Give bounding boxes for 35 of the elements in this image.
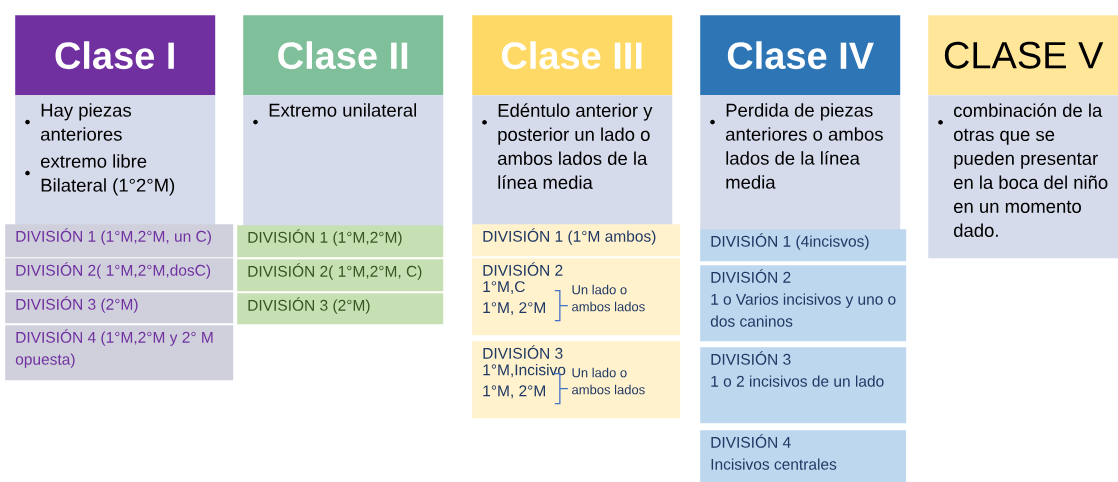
division-box: DIVISIÓN 2( 1°M,2°M, C) bbox=[237, 259, 444, 292]
description-box: Perdida de piezas anteriores o ambos lados de la línea media bbox=[700, 95, 901, 231]
node-label: 1°M,C bbox=[483, 281, 525, 294]
division-box: DIVISIÓN 2 1 o Varios incisivos y uno o dos caninos bbox=[700, 265, 907, 342]
division-box: DIVISIÓN 1 (1°M ambos) bbox=[472, 224, 681, 257]
node-label: DIVISIÓN 3 (2°M) bbox=[248, 297, 370, 314]
node-label: DIVISIÓN 2 bbox=[483, 262, 563, 276]
node-label: DIVISIÓN 2( 1°M,2°M,dosC) bbox=[16, 262, 211, 279]
division-box: DIVISIÓN 4 (1°M,2°M y 2° M opuesta) bbox=[5, 325, 234, 381]
header-box: CLASE V bbox=[928, 15, 1118, 96]
division-box: DIVISIÓN 3 1°M,Incisivo 1°M, 2°M Un lado o ambos lados bbox=[472, 341, 681, 419]
node-label: Un lado o ambos lados bbox=[572, 284, 645, 312]
node-label: DIVISIÓN 1 (1°M,2°M) bbox=[248, 229, 402, 246]
division-box: DIVISIÓN 1 (1°M,2°M, un C) bbox=[5, 224, 234, 258]
division-box: DIVISIÓN 3 (2°M) bbox=[237, 293, 444, 325]
node-label: DIVISIÓN 1 (1°M,2°M, un C) bbox=[16, 228, 211, 245]
header-box: Clase IV bbox=[700, 15, 901, 96]
node-label: 1°M, 2°M bbox=[483, 302, 545, 315]
node-label: DIVISIÓN 2( 1°M,2°M, C) bbox=[248, 263, 422, 280]
node-label: DIVISIÓN 3 (2°M) bbox=[16, 296, 138, 313]
division-box: DIVISIÓN 1 (1°M,2°M) bbox=[237, 225, 444, 258]
header-box: Clase I bbox=[15, 15, 216, 96]
division-box: DIVISIÓN 3 (2°M) bbox=[5, 292, 234, 324]
header-box: Clase III bbox=[472, 15, 673, 96]
header-box: Clase II bbox=[243, 15, 444, 96]
division-box: DIVISIÓN 2( 1°M,2°M,dosC) bbox=[5, 258, 234, 291]
description-box: Edéntulo anterior y posterior un lado o ambos lados de la línea media bbox=[472, 95, 673, 227]
division-box: DIVISIÓN 4 Incisivos centrales bbox=[700, 430, 907, 482]
node-label: DIVISIÓN 4 (1°M,2°M y 2° M opuesta) bbox=[15, 329, 213, 368]
description-box: Hay piezas anteriores extremo libre Bilateral (1°2°M) bbox=[15, 95, 216, 227]
node-label: DIVISIÓN 1 (1°M ambos) bbox=[483, 228, 656, 245]
description-box: Extremo unilateral bbox=[243, 95, 444, 229]
division-box: DIVISIÓN 3 1 o 2 incisivos de un lado bbox=[700, 347, 907, 424]
description-box: combinación de la otras que se pueden presentar en la boca del niño en un momento dado. bbox=[928, 95, 1118, 259]
division-box: DIVISIÓN 1 (4incisvos) bbox=[700, 229, 907, 262]
